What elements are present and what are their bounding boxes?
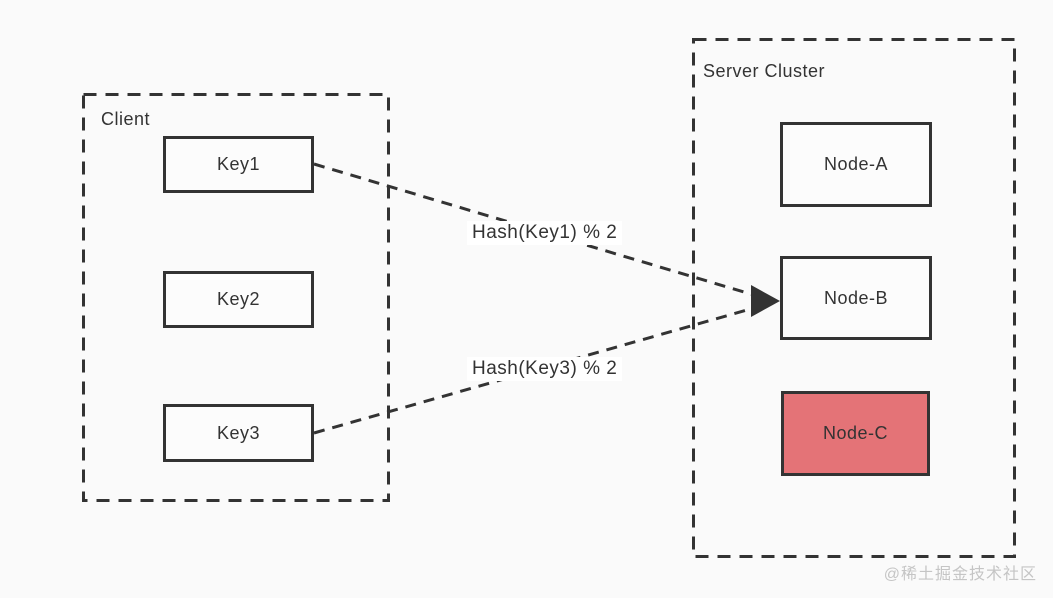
key1-box: Key1: [163, 136, 314, 193]
edge-label-hash-key1: Hash(Key1) % 2: [467, 221, 623, 245]
key3-box: Key3: [163, 404, 314, 462]
edge-label-hash-key3: Hash(Key3) % 2: [467, 357, 623, 381]
arrowhead-icon: [751, 285, 780, 317]
node-a-box: Node-A: [780, 122, 932, 207]
watermark: @稀土掘金技术社区: [883, 566, 1037, 583]
server-cluster-label: Server Cluster: [703, 61, 826, 81]
node-b-box: Node-B: [780, 256, 932, 340]
client-group-border: [82, 93, 390, 502]
client-group-label: Client: [101, 109, 151, 129]
server-cluster-border: [692, 38, 1016, 558]
node-c-box: Node-C: [781, 391, 930, 476]
key2-box: Key2: [163, 271, 314, 328]
